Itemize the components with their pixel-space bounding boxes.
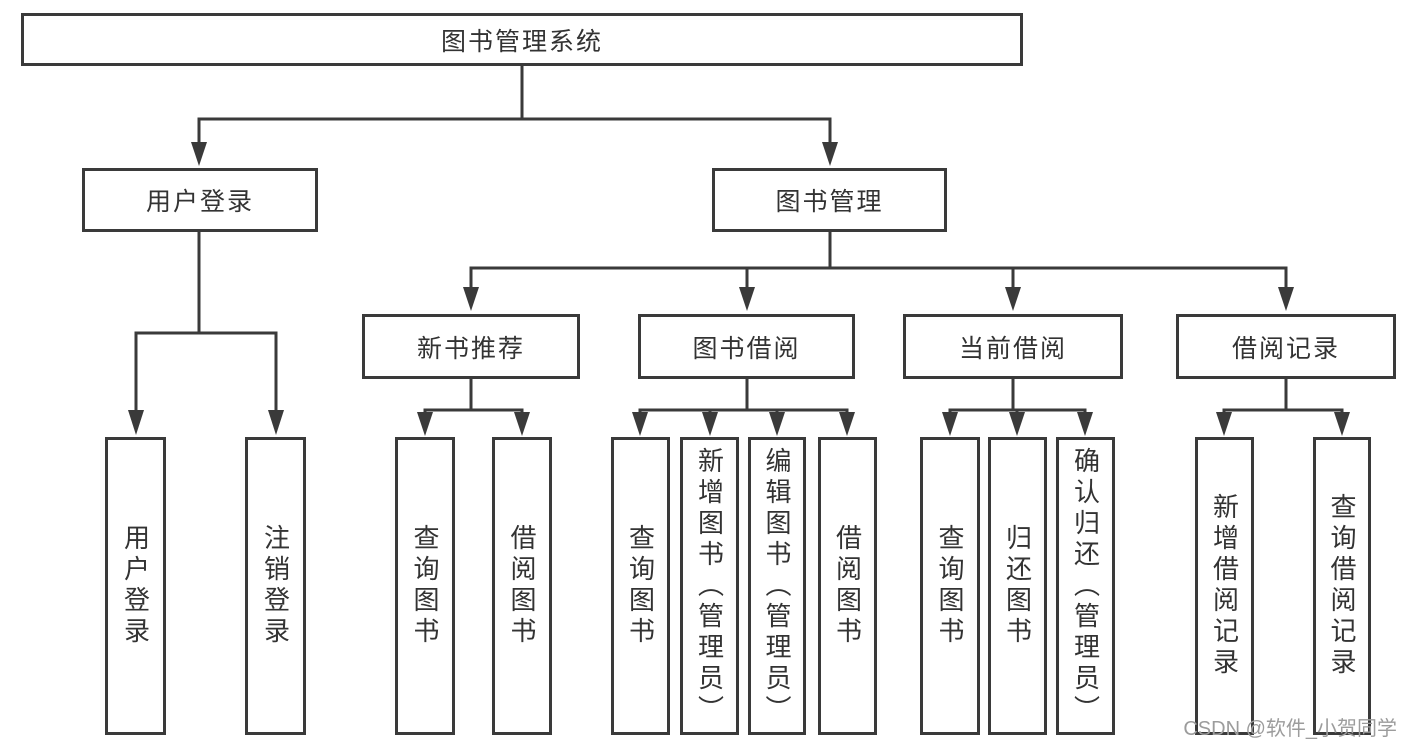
leaf-user-login: 用户登录 <box>105 437 166 735</box>
node-book-management: 图书管理 <box>712 168 947 232</box>
csdn-watermark: CSDN @软件_小贺同学 <box>1183 718 1397 740</box>
leaf-label: 归还图书 <box>1002 524 1033 648</box>
leaf-label: 查询图书 <box>410 524 440 648</box>
leaf-label: 借阅图书 <box>507 524 537 648</box>
node-book-borrow: 图书借阅 <box>638 314 855 379</box>
leaf-label: 用户登录 <box>120 524 151 648</box>
leaf-label: 新增借阅记录 <box>1209 493 1240 679</box>
node-label: 新书推荐 <box>416 334 525 363</box>
node-label: 用户登录 <box>145 188 254 216</box>
leaf-confirm-return-admin: 确认归还（管理员） <box>1056 437 1115 735</box>
leaf-query-books-current: 查询图书 <box>920 437 980 735</box>
leaf-label: 查询借阅记录 <box>1327 493 1357 679</box>
node-library-system: 图书管理系统 <box>21 13 1023 66</box>
leaf-query-books-borrow: 查询图书 <box>611 437 670 735</box>
node-borrow-records: 借阅记录 <box>1176 314 1396 379</box>
node-label: 图书管理 <box>775 188 884 216</box>
node-user-login: 用户登录 <box>82 168 318 232</box>
node-current-borrow: 当前借阅 <box>903 314 1123 379</box>
leaf-label: 注销登录 <box>260 524 291 648</box>
leaf-return-books: 归还图书 <box>988 437 1047 735</box>
leaf-query-borrow-record: 查询借阅记录 <box>1313 437 1371 735</box>
leaf-label: 编辑图书（管理员） <box>762 446 792 726</box>
leaf-borrow-books: 借阅图书 <box>818 437 877 735</box>
leaf-edit-book-admin: 编辑图书（管理员） <box>748 437 806 735</box>
leaf-query-books-recommend: 查询图书 <box>395 437 455 735</box>
node-label: 图书管理系统 <box>440 27 603 56</box>
leaf-label: 借阅图书 <box>832 524 863 648</box>
leaf-label: 确认归还（管理员） <box>1070 446 1101 726</box>
node-new-book-recommend: 新书推荐 <box>362 314 580 379</box>
leaf-label: 查询图书 <box>935 524 965 648</box>
leaf-label: 查询图书 <box>625 524 656 648</box>
node-label: 当前借阅 <box>958 334 1067 363</box>
leaf-borrow-books-recommend: 借阅图书 <box>492 437 552 735</box>
node-label: 借阅记录 <box>1231 334 1340 363</box>
node-label: 图书借阅 <box>692 334 801 363</box>
leaf-add-book-admin: 新增图书（管理员） <box>680 437 739 735</box>
leaf-logout: 注销登录 <box>245 437 306 735</box>
leaf-label: 新增图书（管理员） <box>694 446 725 726</box>
leaf-add-borrow-record: 新增借阅记录 <box>1195 437 1254 735</box>
